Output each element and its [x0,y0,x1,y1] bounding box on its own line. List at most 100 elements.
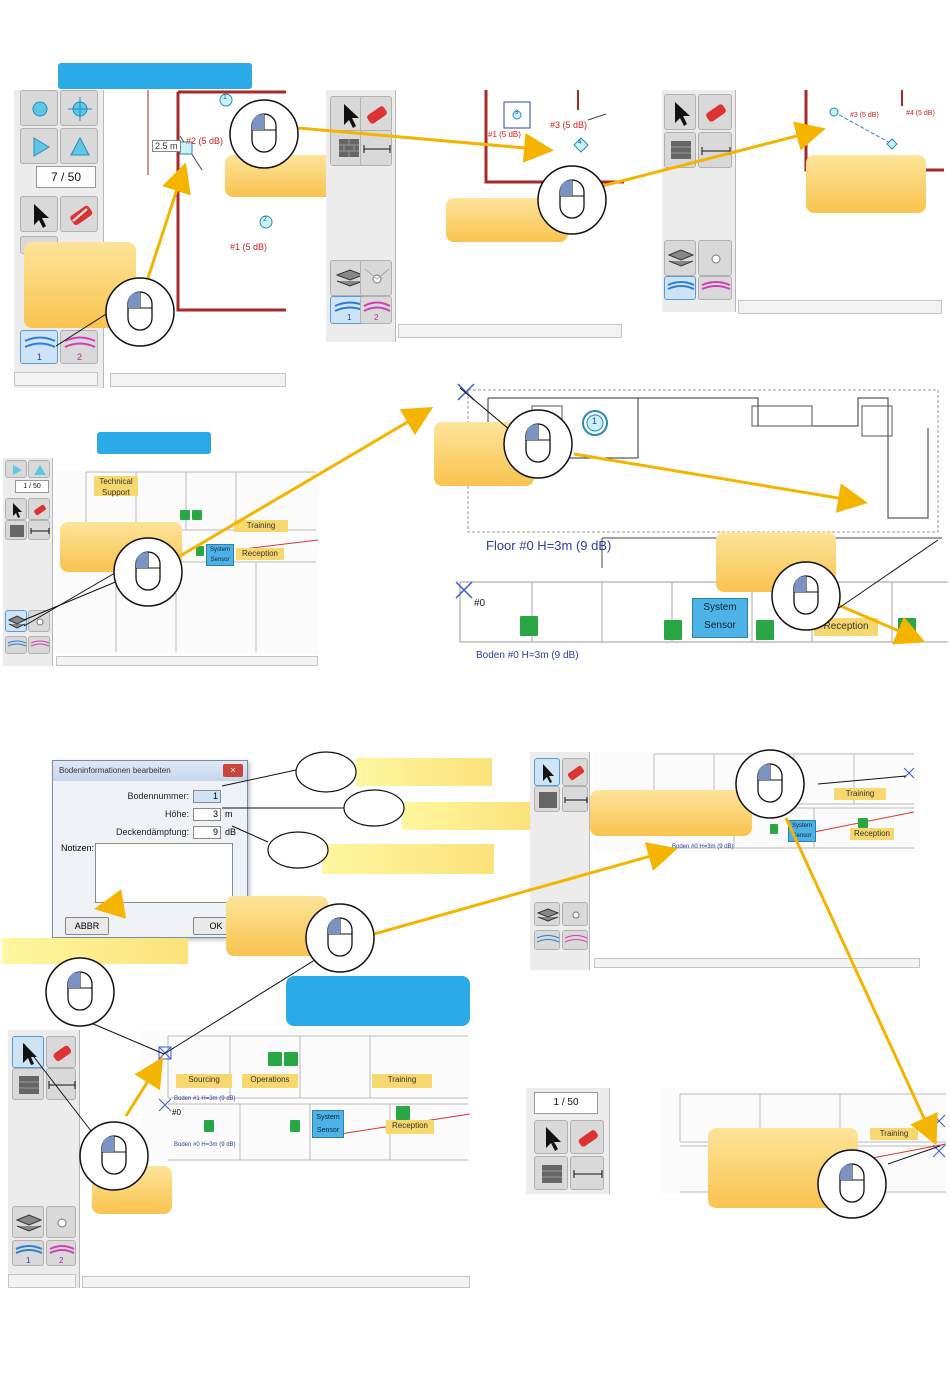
delete-tool-button[interactable] [60,196,98,232]
select-tool-button[interactable] [664,94,696,130]
room-technical-support-label: Technical Support [99,477,133,497]
play-triangle-tool-button[interactable] [5,460,27,478]
measure-tool-button[interactable] [570,1156,604,1190]
floor-number-input[interactable]: 1 [193,790,221,803]
up-triangle-icon [70,136,90,156]
page-counter-small[interactable]: 1 / 50 [15,480,49,493]
floor-origin-cross-icon[interactable] [902,766,916,780]
room-training: Training [834,788,886,800]
wall-tool-button[interactable] [534,786,560,812]
layer-one-button[interactable] [5,636,27,654]
layers-icon [536,908,560,922]
plan-scrollbar-middle-left[interactable] [56,656,318,666]
measure-tool-button[interactable] [698,132,732,168]
room-technical-support: Technical Support [94,476,138,497]
floor-number-label: Bodennummer: [127,791,189,801]
ceiling-attenuation-input[interactable]: 9 [193,826,221,839]
wall-tool-button[interactable] [12,1068,44,1100]
system-sensor-label: System Sensor [791,823,812,839]
node-tool-button[interactable] [28,610,50,632]
layers-tool-button[interactable] [534,902,560,926]
play-triangle-tool-button[interactable] [20,128,58,164]
plan-scrollbar-bottom-left[interactable] [82,1276,470,1288]
layer-one-button[interactable] [664,276,696,300]
measure-tool-button[interactable] [28,520,50,540]
dialog-close-button[interactable]: × [223,764,243,777]
cancel-button[interactable]: ABBR [65,917,109,935]
arrow-cursor-icon [13,503,22,518]
eraser-icon [70,205,93,226]
wall-tool-button[interactable] [664,132,696,168]
select-tool-button[interactable] [534,1120,568,1154]
diamond-tool-button[interactable] [60,90,98,126]
floor-caption-de1: Boden #1 H=3m (9 dB) [174,1096,236,1102]
floor-origin-cross-icon[interactable] [454,580,474,600]
floor-origin-cross-icon[interactable] [932,1114,946,1128]
notes-textarea[interactable] [95,843,233,903]
layers-tool-button[interactable] [5,610,27,632]
delete-tool-button[interactable] [562,758,588,786]
plan-scrollbar-top-right[interactable] [738,300,942,314]
dialog-title-text: Bodeninformationen bearbeiten [59,766,171,775]
floor-origin-cross-icon[interactable] [158,1098,172,1112]
page-counter-lower[interactable]: 1 / 50 [534,1092,598,1114]
layer-one-button[interactable]: 1 [20,330,58,364]
node-tool-button[interactable] [46,1206,76,1238]
measure-tool-button[interactable] [46,1068,76,1100]
select-tool-button[interactable] [12,1036,44,1068]
room-sourcing-label: Sourcing [188,1075,220,1084]
page-counter[interactable]: 7 / 50 [36,166,96,188]
node-tool-button[interactable] [698,240,732,276]
plan-scrollbar-top-middle[interactable] [398,324,622,338]
palette-scrollbar[interactable] [14,372,98,386]
system-sensor-box[interactable]: System Sensor [312,1110,344,1138]
layers-tool-button[interactable] [12,1206,44,1238]
system-sensor-box[interactable]: System Sensor [206,544,234,566]
node-tool-button[interactable] [562,902,588,926]
node-tool-button[interactable] [360,260,392,296]
layer-two-button[interactable]: 2 [46,1240,76,1266]
measure-tool-button[interactable] [562,786,588,812]
floor-origin-cross-icon[interactable] [456,382,476,402]
plan-scrollbar-top-left[interactable] [110,373,286,387]
height-input[interactable]: 3 [193,808,221,821]
delete-tool-button[interactable] [46,1036,76,1068]
height-value: 3 [212,809,218,819]
page-counter-lower-label: 1 / 50 [553,1097,579,1108]
circle-tool-button[interactable] [20,90,58,126]
delete-tool-button[interactable] [570,1120,604,1154]
system-sensor-zoom-box[interactable]: System Sensor [692,598,748,638]
node-icon [711,254,721,264]
layers-tool-button[interactable] [664,240,696,276]
plan-scrollbar-bottom-right[interactable] [594,958,920,968]
up-triangle-tool-button[interactable] [60,128,98,164]
wall-label-w2: #2 (5 dB) [186,136,224,146]
measure-icon [564,797,588,803]
select-tool-button[interactable] [534,758,560,786]
room-reception-label: Reception [391,1121,429,1130]
measure-tool-button[interactable] [360,130,392,166]
wall-tool-button[interactable] [5,520,27,540]
delete-tool-button[interactable] [28,498,50,520]
exit-sign-icon [664,620,682,640]
layer-two-button[interactable] [28,636,50,654]
floor-origin-cross-icon[interactable] [158,1046,172,1060]
layer-two-button[interactable] [698,276,732,300]
up-triangle-tool-button[interactable] [28,460,50,478]
layer-one-button[interactable] [534,930,560,950]
system-sensor-box[interactable]: System Sensor [788,820,816,842]
layer-two-icon [701,281,731,290]
tool-palette-bottom-left: 1 2 [8,1030,80,1288]
select-tool-button[interactable] [20,196,58,232]
wall-tool-button[interactable] [534,1156,568,1190]
layer-one-button[interactable]: 1 [12,1240,44,1266]
sensor-label: Sensor [316,1127,340,1134]
layer-two-button[interactable]: 2 [360,296,392,324]
select-tool-button[interactable] [5,498,27,520]
floor-origin-cross-icon[interactable] [932,1144,946,1158]
layer-two-button[interactable]: 2 [60,330,98,364]
layer-two-button[interactable] [562,930,588,950]
palette-scrollbar[interactable] [8,1274,76,1288]
delete-tool-button[interactable] [698,94,732,130]
delete-tool-button[interactable] [360,96,392,132]
